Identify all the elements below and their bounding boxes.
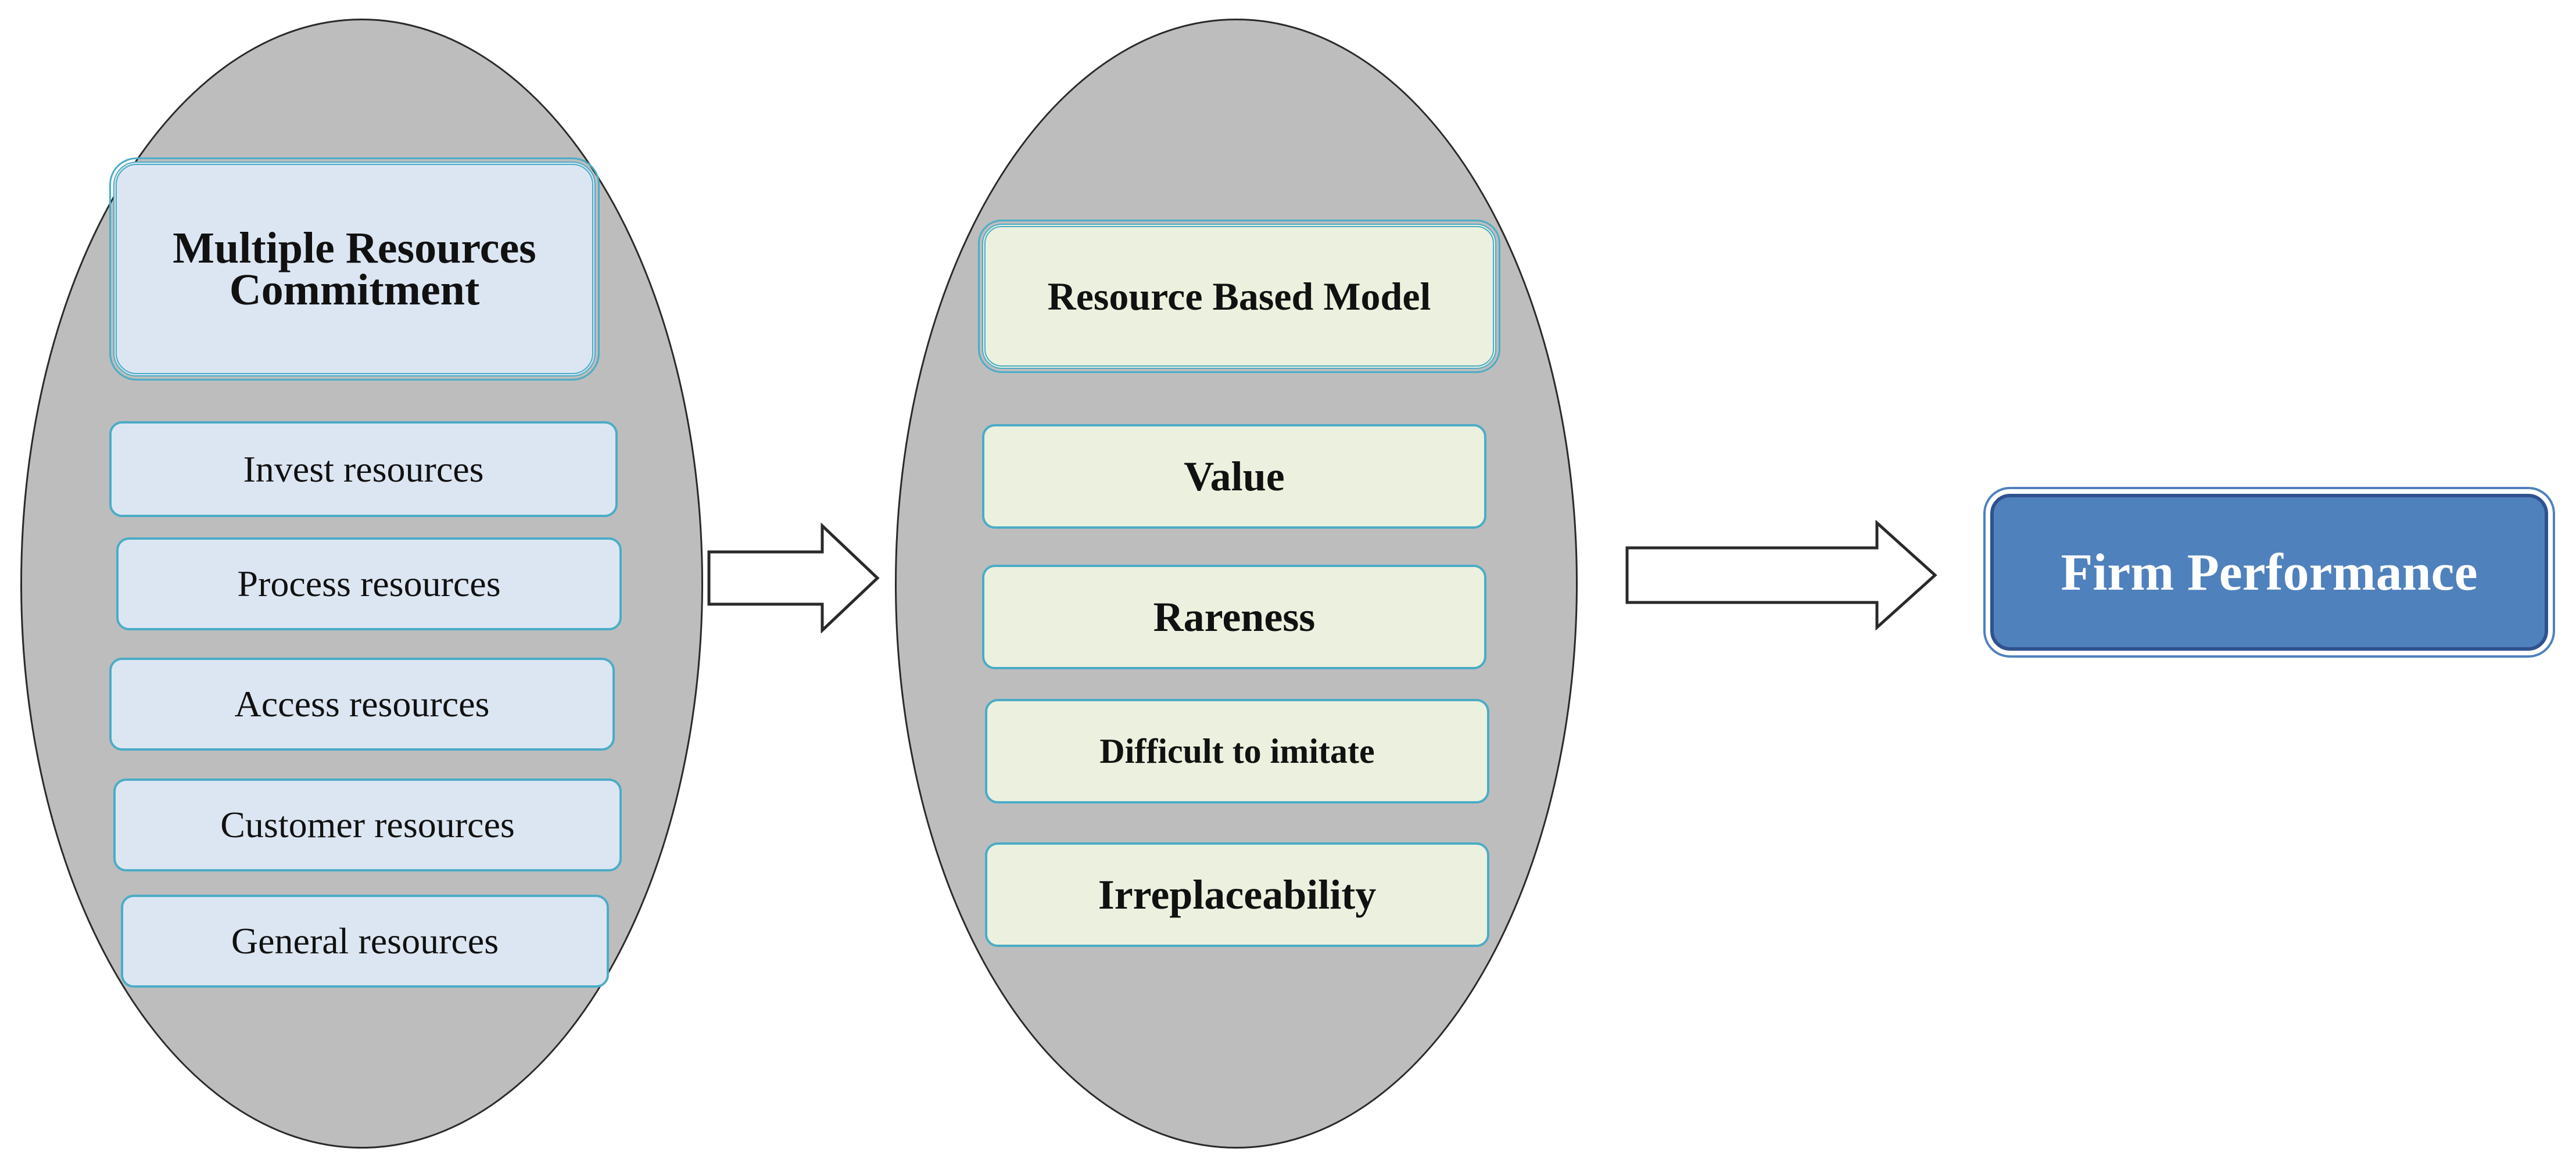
general-resources-box: General resources — [121, 895, 609, 988]
resource-based-model-label: Resource Based Model — [1047, 274, 1431, 318]
customer-resources-label: Customer resources — [220, 804, 515, 845]
multiple-resources-commitment-box: Multiple Resources Commitment — [109, 157, 600, 381]
invest-resources-label: Invest resources — [243, 448, 484, 490]
value-label: Value — [1184, 453, 1285, 500]
access-resources-box: Access resources — [109, 658, 615, 751]
firm-performance-box: Firm Performance — [1983, 487, 2555, 658]
customer-resources-box: Customer resources — [113, 778, 622, 871]
value-box: Value — [982, 424, 1486, 529]
process-resources-label: Process resources — [237, 563, 501, 604]
arrow-right-icon — [1625, 520, 1937, 630]
firm-performance-label: Firm Performance — [2061, 543, 2478, 601]
irreplaceability-label: Irreplaceability — [1098, 871, 1377, 918]
difficult-to-imitate-box: Difficult to imitate — [985, 699, 1489, 803]
rareness-label: Rareness — [1153, 593, 1316, 640]
arrow-right-icon — [707, 523, 880, 633]
access-resources-label: Access resources — [234, 683, 490, 724]
invest-resources-box: Invest resources — [109, 421, 618, 517]
resource-based-model-box: Resource Based Model — [978, 220, 1500, 373]
multiple-resources-commitment-label: Multiple Resources Commitment — [173, 223, 536, 314]
rareness-box: Rareness — [982, 565, 1486, 669]
irreplaceability-box: Irreplaceability — [985, 842, 1489, 947]
process-resources-box: Process resources — [116, 537, 622, 630]
difficult-to-imitate-label: Difficult to imitate — [1099, 731, 1375, 770]
general-resources-label: General resources — [231, 920, 499, 961]
